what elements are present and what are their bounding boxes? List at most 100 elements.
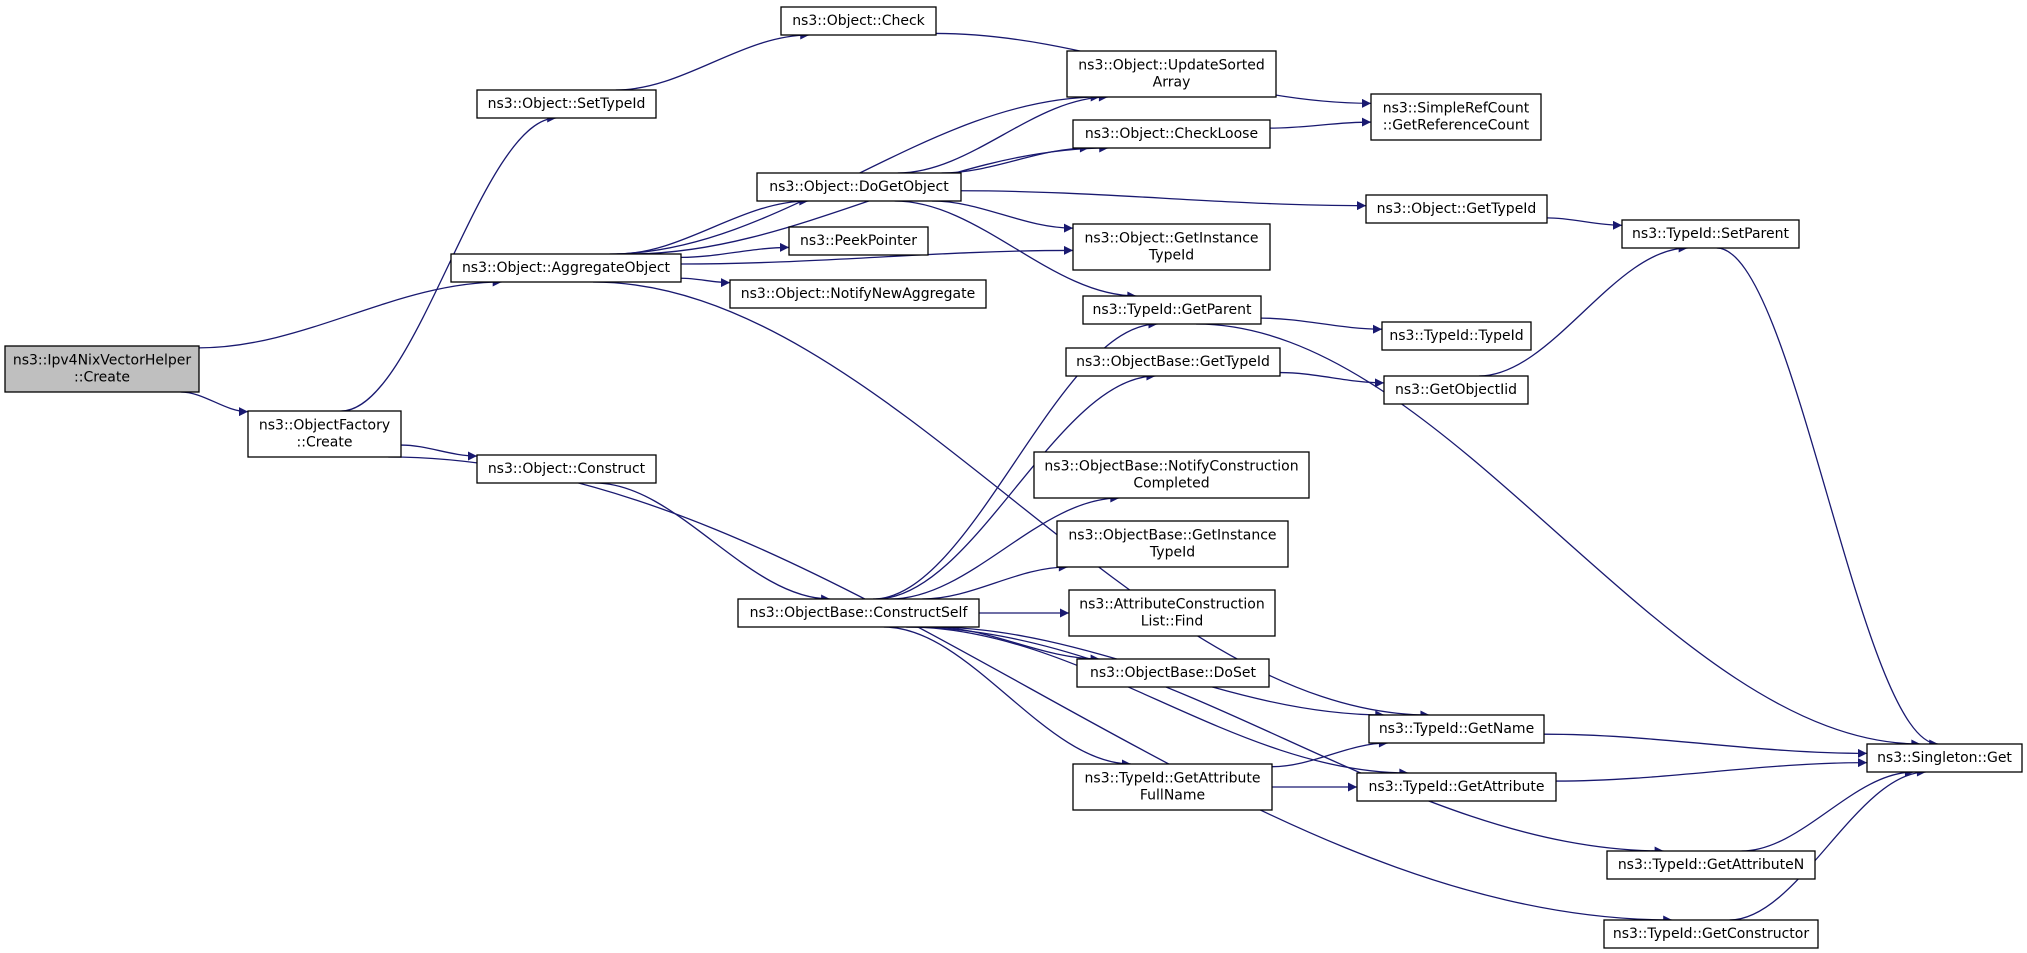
edge-n28-n29 [1716, 247, 1939, 749]
edge-n25-n29 [1555, 758, 1868, 782]
node-box [1866, 743, 2023, 773]
node-ns3-typeid-getattribute[interactable]: ns3::TypeId::GetAttribute [1356, 772, 1557, 802]
node-ns3-typeid-getparent[interactable]: ns3::TypeId::GetParent [1082, 295, 1262, 325]
edge-n1-n8 [680, 277, 731, 288]
node-ns3-ipv4nixvectorhelper-create[interactable]: ns3::Ipv4NixVectorHelper::Create [4, 345, 200, 393]
node-box [1383, 375, 1529, 405]
node-ns3-typeid-getconstructor[interactable]: ns3::TypeId::GetConstructor [1603, 919, 1819, 949]
edge-n0-n1 [198, 277, 502, 349]
node-ns3-singleton-get[interactable]: ns3::Singleton::Get [1866, 743, 2023, 773]
edge-n27-n29 [1729, 767, 1926, 921]
node-label: Completed [1133, 476, 1209, 492]
node-ns3-typeid-typeid[interactable]: ns3::TypeId::TypeId [1381, 321, 1532, 351]
node-ns3-object-check[interactable]: ns3::Object::Check [780, 6, 937, 36]
edge-n9-n13 [872, 319, 1158, 600]
node-label: ns3::AttributeConstruction [1079, 597, 1264, 613]
edge-n19-n24 [1271, 738, 1388, 768]
node-label: ns3::Object::GetInstance [1084, 231, 1258, 247]
edge-n13-n29 [1196, 323, 1921, 749]
node-label: ns3::TypeId::GetAttributeN [1618, 857, 1804, 873]
edge-n21-n28 [1546, 217, 1623, 230]
node-ns3-objectbase-notifyconstructioncompleted[interactable]: ns3::ObjectBase::NotifyConstructionCompl… [1033, 451, 1310, 499]
node-ns3-object-dogetobject[interactable]: ns3::Object::DoGetObject [756, 172, 962, 202]
node-ns3-object-notifynewaggregate[interactable]: ns3::Object::NotifyNewAggregate [729, 279, 987, 309]
node-box [476, 454, 657, 484]
edge-n1-n7 [680, 242, 790, 259]
node-label: ::Create [297, 435, 353, 451]
node-label: List::Find [1141, 614, 1204, 630]
edge-n2-n4 [400, 444, 478, 461]
edge-n6-n13 [894, 200, 1137, 301]
node-box [780, 6, 937, 36]
node-label: TypeId [1149, 545, 1195, 561]
node-label: ns3::TypeId::GetConstructor [1613, 926, 1809, 942]
node-label: ns3::GetObjectIid [1395, 382, 1517, 398]
node-label: ns3::ObjectBase::GetInstance [1068, 528, 1276, 544]
node-label: ns3::ObjectFactory [259, 418, 390, 434]
node-ns3-object-aggregateobject[interactable]: ns3::Object::AggregateObject [450, 253, 682, 283]
node-box [788, 226, 929, 256]
node-label: Array [1153, 75, 1191, 91]
edge-n3-n5 [615, 30, 810, 91]
node-ns3-object-gettypeid[interactable]: ns3::Object::GetTypeId [1365, 194, 1548, 224]
node-ns3-object-settypeid[interactable]: ns3::Object::SetTypeId [476, 89, 657, 119]
node-ns3-peekpointer[interactable]: ns3::PeekPointer [788, 226, 929, 256]
edge-n9-n16 [922, 562, 1068, 600]
edge-n6-n11 [941, 143, 1089, 174]
node-box [247, 410, 402, 458]
node-box [4, 345, 200, 393]
node-box [1076, 658, 1270, 688]
node-box [476, 89, 657, 119]
node-label: ns3::ObjectBase::NotifyConstruction [1044, 459, 1298, 475]
node-label: FullName [1140, 788, 1205, 804]
node-label: ns3::TypeId::GetParent [1093, 302, 1252, 318]
edge-n2-n3 [341, 113, 557, 412]
node-label: ns3::Object::NotifyNewAggregate [741, 286, 975, 302]
edge-n11-n20 [1269, 117, 1372, 129]
node-label: ::GetReferenceCount [1383, 118, 1530, 134]
edge-n6-n10 [897, 92, 1108, 174]
edge-n6-n12 [931, 200, 1074, 233]
node-box [1082, 295, 1262, 325]
node-label: ns3::ObjectBase::DoSet [1090, 665, 1256, 681]
node-ns3-object-construct[interactable]: ns3::Object::Construct [476, 454, 657, 484]
node-ns3-getobjectiid[interactable]: ns3::GetObjectIid [1383, 375, 1529, 405]
node-ns3-typeid-getattributen[interactable]: ns3::TypeId::GetAttributeN [1606, 850, 1816, 880]
node-label: ns3::ObjectBase::GetTypeId [1076, 354, 1270, 370]
node-label: ns3::SimpleRefCount [1383, 101, 1530, 117]
node-ns3-objectfactory-create[interactable]: ns3::ObjectFactory::Create [247, 410, 402, 458]
node-ns3-object-checkloose[interactable]: ns3::Object::CheckLoose [1072, 119, 1271, 149]
edge-n14-n23 [1279, 371, 1385, 388]
edge-n1-n6 [616, 196, 809, 255]
node-ns3-typeid-setparent[interactable]: ns3::TypeId::SetParent [1621, 219, 1800, 249]
node-label: ns3::TypeId::SetParent [1632, 226, 1789, 242]
node-label: ns3::Object::SetTypeId [488, 96, 646, 112]
node-box [1033, 451, 1310, 499]
node-label: ns3::TypeId::GetAttribute [1085, 771, 1261, 787]
node-label: ns3::PeekPointer [800, 233, 917, 249]
node-ns3-objectbase-doset[interactable]: ns3::ObjectBase::DoSet [1076, 658, 1270, 688]
node-box [1072, 763, 1273, 811]
edge-n26-n29 [1741, 767, 1914, 852]
node-ns3-objectbase-constructself[interactable]: ns3::ObjectBase::ConstructSelf [737, 598, 980, 628]
edge-n9-n26 [905, 626, 1664, 856]
node-label: ns3::Ipv4NixVectorHelper [13, 353, 192, 369]
node-box [729, 279, 987, 309]
node-ns3-simplerefcount-getreferencecount[interactable]: ns3::SimpleRefCount::GetReferenceCount [1370, 93, 1542, 141]
node-ns3-typeid-getname[interactable]: ns3::TypeId::GetName [1368, 714, 1545, 744]
node-box [1056, 520, 1289, 568]
edge-n23-n28 [1478, 243, 1688, 377]
node-label: ns3::Object::GetTypeId [1377, 201, 1537, 217]
edge-n2-n27 [388, 456, 1673, 925]
node-ns3-objectbase-gettypeid[interactable]: ns3::ObjectBase::GetTypeId [1065, 347, 1281, 377]
node-box [1065, 347, 1281, 377]
node-label: ns3::Object::CheckLoose [1085, 126, 1258, 142]
node-box [1365, 194, 1548, 224]
node-box [1072, 223, 1271, 271]
